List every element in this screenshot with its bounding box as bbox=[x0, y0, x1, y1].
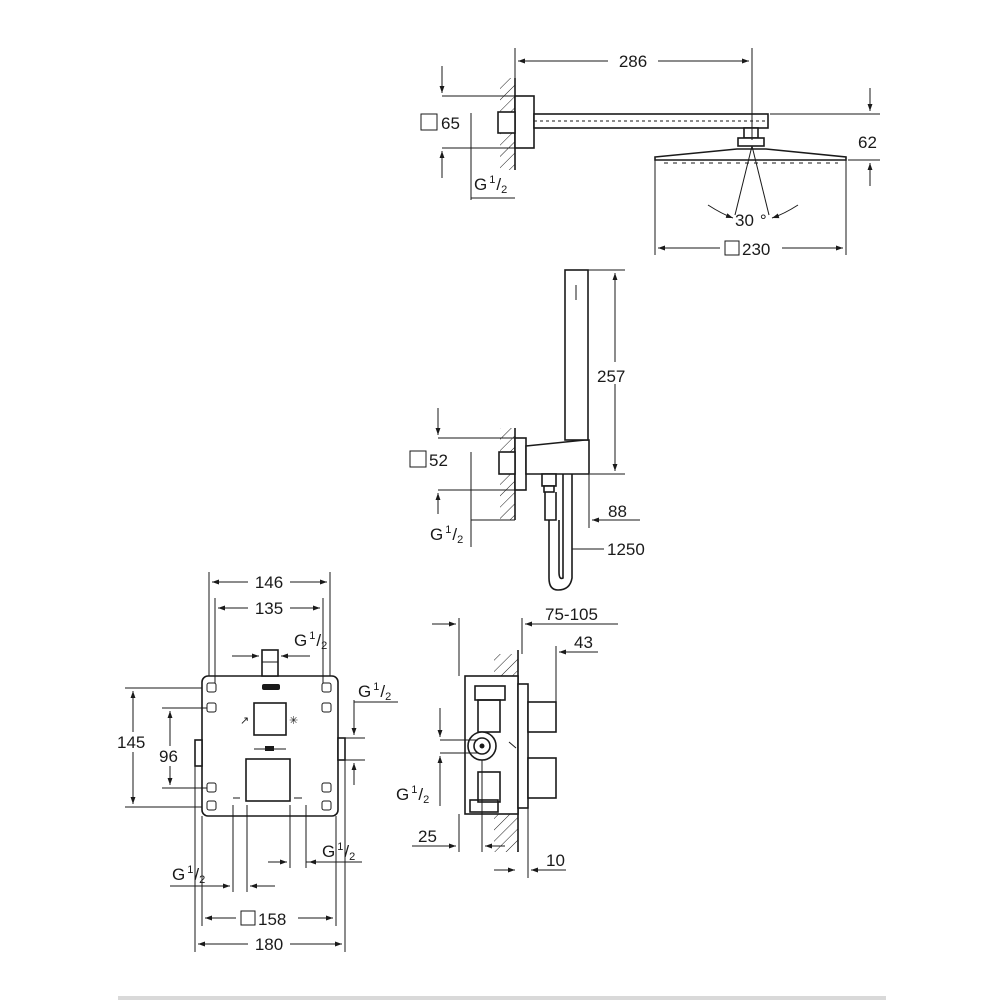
hand-height-label: 257 bbox=[597, 367, 625, 386]
wall-flange bbox=[514, 95, 535, 149]
plate-size-label: 158 bbox=[258, 910, 286, 929]
diverter-knob bbox=[253, 702, 287, 736]
arm-length-label: 286 bbox=[619, 52, 647, 71]
height-outer-label: 145 bbox=[117, 733, 145, 752]
plate-depth-label: 10 bbox=[546, 851, 565, 870]
height-inner-label: 96 bbox=[159, 747, 178, 766]
angle-label: 30° bbox=[735, 211, 767, 230]
side-diverter-knob bbox=[527, 701, 557, 733]
head-shower-icon: ✳ bbox=[289, 715, 298, 727]
logo-badge bbox=[262, 684, 280, 690]
hose bbox=[548, 474, 573, 591]
hand-shower bbox=[564, 269, 589, 441]
projection-label: 43 bbox=[574, 633, 593, 652]
wall-range-label: 75-105 bbox=[545, 605, 598, 624]
footer-rule bbox=[118, 996, 886, 1000]
hand-flange-label: 52 bbox=[429, 451, 448, 470]
side-thermostat-knob bbox=[527, 757, 557, 799]
head-size-label: 230 bbox=[742, 240, 770, 259]
total-width-label: 180 bbox=[255, 935, 283, 954]
hand-depth-label: 88 bbox=[608, 502, 627, 521]
hand-shower-icon: ↗ bbox=[240, 715, 249, 727]
width-outer-label: 146 bbox=[255, 573, 283, 592]
hose-length-label: 1250 bbox=[607, 540, 645, 559]
flange-label: 65 bbox=[441, 114, 460, 133]
side-cover-plate bbox=[517, 683, 529, 809]
wall-holder bbox=[525, 439, 590, 475]
thermostat-knob bbox=[245, 758, 291, 802]
square-symbol bbox=[420, 113, 438, 131]
head-height-label: 62 bbox=[858, 133, 877, 152]
width-inner-label: 135 bbox=[255, 599, 283, 618]
inlet-label: 25 bbox=[418, 827, 437, 846]
